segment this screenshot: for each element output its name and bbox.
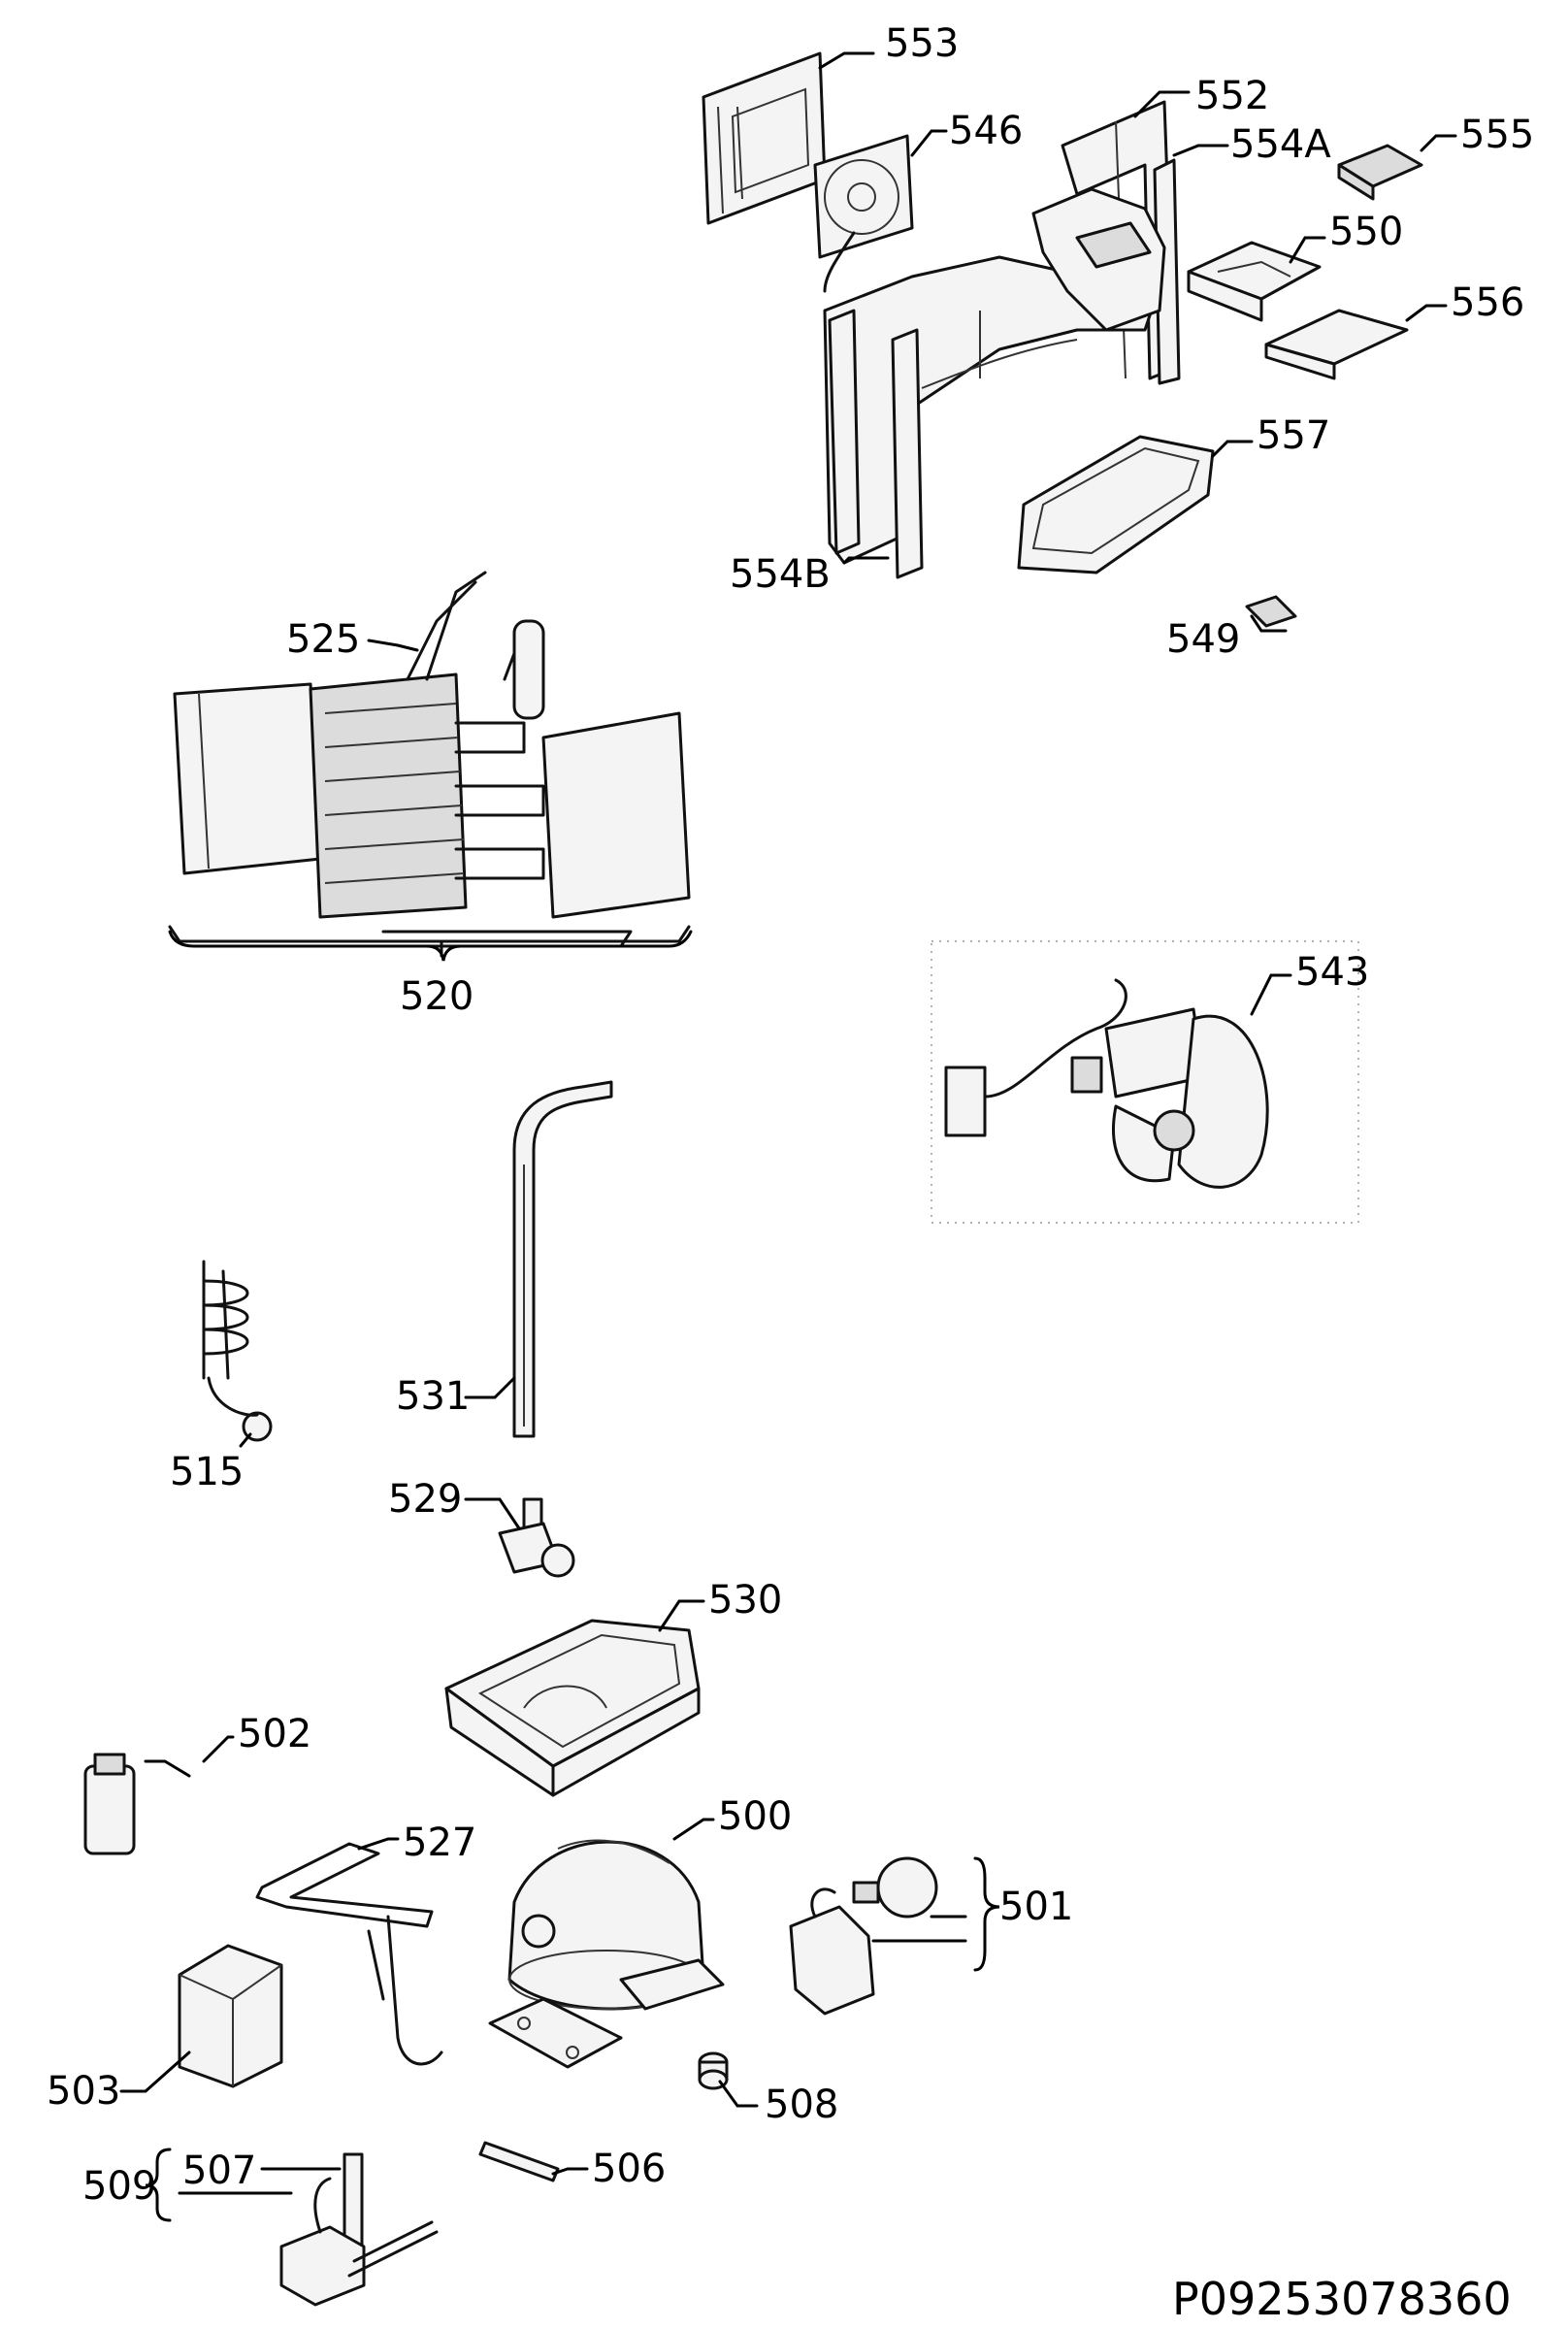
label-556: 556 bbox=[1451, 280, 1524, 325]
part-553-grille-frame bbox=[702, 51, 827, 225]
part-550-bracket bbox=[1187, 241, 1322, 322]
label-520: 520 bbox=[400, 974, 474, 1019]
part-549-clip bbox=[1245, 595, 1297, 628]
part-557-seal-frame bbox=[1017, 435, 1215, 574]
part-543-fan-motor-assembly bbox=[931, 940, 1359, 1224]
label-549: 549 bbox=[1166, 617, 1240, 662]
label-515: 515 bbox=[170, 1450, 244, 1494]
part-506-clip bbox=[478, 2141, 560, 2182]
label-500: 500 bbox=[718, 1794, 792, 1839]
part-554B-duct-front bbox=[823, 255, 1157, 579]
part-531-drain-hose bbox=[512, 1080, 613, 1438]
part-501-start-relay bbox=[789, 1856, 938, 2016]
label-527: 527 bbox=[403, 1821, 476, 1865]
part-530-drip-tray bbox=[444, 1619, 701, 1797]
part-labels: 553 546 552 554A 555 550 556 557 554B 54… bbox=[47, 21, 1534, 2325]
part-508-grommet bbox=[698, 2051, 729, 2090]
label-552: 552 bbox=[1195, 74, 1269, 118]
label-557: 557 bbox=[1257, 413, 1330, 458]
part-555-filter bbox=[1337, 144, 1423, 201]
label-543: 543 bbox=[1295, 950, 1369, 995]
part-556-cover bbox=[1264, 309, 1409, 380]
label-554B: 554B bbox=[730, 552, 831, 597]
label-550: 550 bbox=[1329, 210, 1403, 254]
label-529: 529 bbox=[388, 1477, 462, 1522]
label-530: 530 bbox=[708, 1578, 782, 1623]
label-553: 553 bbox=[885, 21, 959, 66]
label-509: 509 bbox=[82, 2164, 156, 2209]
label-501: 501 bbox=[999, 1885, 1073, 1929]
label-502: 502 bbox=[238, 1712, 311, 1756]
label-507: 507 bbox=[182, 2149, 256, 2193]
part-509-solenoid-valve bbox=[279, 2152, 439, 2307]
part-520-evaporator-assembly bbox=[168, 571, 691, 958]
part-502-capacitor bbox=[83, 1753, 136, 1855]
leader-lines bbox=[119, 51, 1457, 2222]
label-503: 503 bbox=[47, 2069, 120, 2114]
part-529-valve bbox=[498, 1497, 575, 1578]
part-552-duct-upper bbox=[1031, 187, 1166, 332]
reference-code: P09253078360 bbox=[1172, 2273, 1512, 2325]
label-506: 506 bbox=[592, 2147, 666, 2191]
part-503-relay-box bbox=[178, 1944, 283, 2088]
label-508: 508 bbox=[765, 2083, 838, 2127]
part-515-heater-coil bbox=[202, 1260, 273, 1442]
part-527-condenser-bracket bbox=[255, 1842, 443, 2066]
part-546-fan-motor bbox=[813, 134, 914, 293]
label-525: 525 bbox=[286, 617, 360, 662]
label-554A: 554A bbox=[1230, 122, 1331, 167]
part-500-compressor bbox=[488, 1839, 725, 2069]
label-555: 555 bbox=[1460, 113, 1534, 157]
label-546: 546 bbox=[949, 109, 1023, 153]
label-531: 531 bbox=[396, 1374, 470, 1419]
